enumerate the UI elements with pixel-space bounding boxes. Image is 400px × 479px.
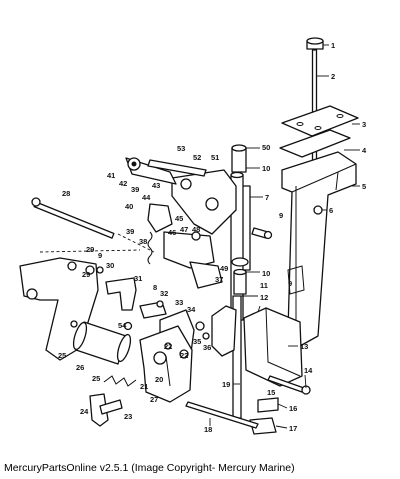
swivel-housing-parts	[185, 37, 359, 435]
callout-5: 5	[362, 182, 366, 191]
callout-48: 48	[192, 225, 200, 234]
callout-21: 21	[140, 382, 148, 391]
callout-22-upper: 22	[164, 342, 172, 351]
callout-22-lower: 22	[180, 351, 188, 360]
callout-8: 8	[153, 283, 157, 292]
transom-bracket-parts	[19, 197, 193, 427]
callout-39-upper: 39	[131, 185, 139, 194]
callout-49: 49	[220, 264, 228, 273]
callout-36: 36	[203, 343, 211, 352]
callout-46: 46	[168, 228, 176, 237]
callout-7: 7	[265, 193, 269, 202]
callout-42: 42	[119, 179, 127, 188]
callout-9-upper: 9	[279, 211, 283, 220]
callout-50: 50	[262, 143, 270, 152]
callout-32: 32	[160, 289, 168, 298]
callout-18: 18	[204, 425, 212, 434]
callout-15: 15	[267, 388, 275, 397]
callout-53: 53	[177, 144, 185, 153]
callout-19: 19	[222, 380, 230, 389]
callout-29-upper: 29	[86, 245, 94, 254]
callout-52: 52	[193, 153, 201, 162]
callout-33: 33	[175, 298, 183, 307]
callout-28: 28	[62, 189, 70, 198]
callout-13: 13	[300, 342, 308, 351]
callout-9-left: 9	[98, 251, 102, 260]
callout-9-mid: 9	[288, 279, 292, 288]
callout-11: 11	[260, 281, 268, 290]
callout-37: 37	[215, 275, 223, 284]
callout-26: 26	[76, 363, 84, 372]
callout-43: 43	[152, 181, 160, 190]
callout-41: 41	[107, 171, 115, 180]
callout-17: 17	[289, 424, 297, 433]
callout-35: 35	[193, 337, 201, 346]
callout-10-upper: 10	[262, 164, 270, 173]
callout-47: 47	[180, 225, 188, 234]
callout-numbers: 1 2 3 4 5 6 7 8 9 9 9 10 10 11 12 13 14 …	[58, 41, 367, 434]
callout-2: 2	[331, 72, 335, 81]
callout-leaders	[209, 44, 360, 429]
callout-29-lower: 29	[82, 270, 90, 279]
callout-14: 14	[304, 366, 313, 375]
callout-20: 20	[155, 375, 163, 384]
callout-23: 23	[124, 412, 132, 421]
callout-24: 24	[80, 407, 89, 416]
callout-51: 51	[211, 153, 219, 162]
callout-10-lower: 10	[262, 269, 270, 278]
callout-16: 16	[289, 404, 297, 413]
callout-25-plate: 25	[58, 351, 66, 360]
callout-6: 6	[329, 206, 333, 215]
callout-27: 27	[150, 395, 158, 404]
callout-40: 40	[125, 202, 133, 211]
callout-39-lower: 39	[126, 227, 134, 236]
callout-30: 30	[106, 261, 114, 270]
callout-25-spring: 25	[92, 374, 100, 383]
callout-1: 1	[331, 41, 335, 50]
callout-4: 4	[362, 146, 367, 155]
callout-12: 12	[260, 293, 268, 302]
callout-34: 34	[187, 305, 196, 314]
callout-54: 54	[118, 321, 127, 330]
copyright-caption: MercuryPartsOnline v2.5.1 (Image Copyrig…	[4, 462, 295, 474]
callout-38: 38	[139, 237, 147, 246]
callout-45: 45	[175, 214, 183, 223]
callout-44: 44	[142, 193, 151, 202]
callout-31: 31	[134, 274, 142, 283]
callout-3: 3	[362, 120, 366, 129]
